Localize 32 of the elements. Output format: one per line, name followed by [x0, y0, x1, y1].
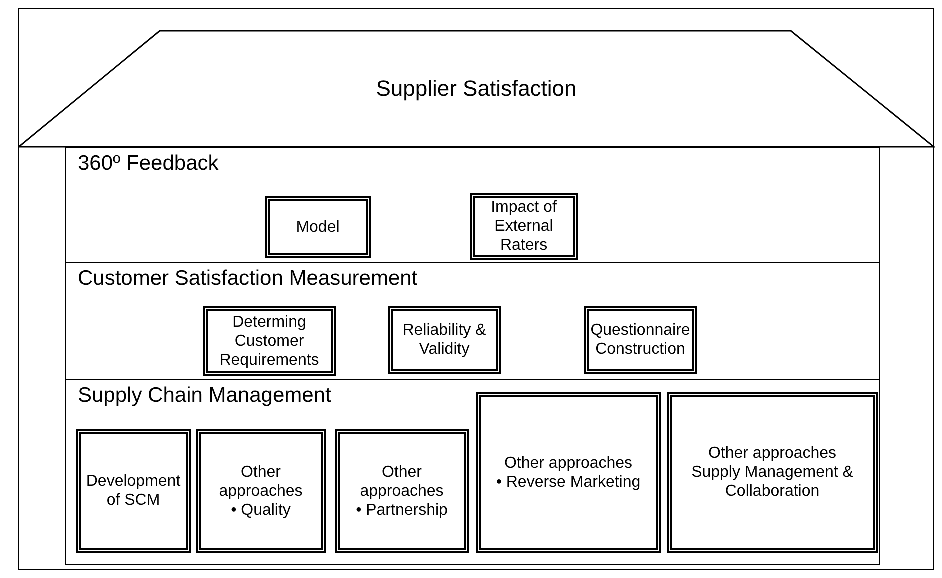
- box-text: Questionnaire Construction: [590, 321, 690, 359]
- box-text: Other approaches: [218, 462, 304, 500]
- text-box: [335, 429, 469, 553]
- text-box: [667, 392, 878, 553]
- box-text: • Quality: [231, 500, 291, 520]
- box-text: Development of SCM: [85, 472, 182, 510]
- band-panel: [65, 262, 880, 380]
- box-text: Other approaches: [708, 444, 837, 463]
- band-title: Customer Satisfaction Measurement: [78, 267, 418, 291]
- box-text: Other approaches: [359, 462, 445, 500]
- text-box: [203, 306, 336, 376]
- box-text: • Reverse Marketing: [496, 472, 641, 492]
- band-title: 360º Feedback: [78, 152, 219, 176]
- text-box: [470, 193, 578, 260]
- text-box: [265, 196, 371, 258]
- box-text: • Partnership: [356, 500, 448, 520]
- text-box: [76, 429, 191, 553]
- box-text: Determing Customer Requirements: [218, 312, 320, 370]
- box-text: Impact of External Raters: [490, 198, 558, 255]
- box-text: Supply Management & Collaboration: [690, 463, 854, 501]
- text-box: [196, 429, 326, 553]
- band-panel: [65, 379, 880, 565]
- box-text: Reliability & Validity: [402, 321, 488, 359]
- text-box: [476, 392, 661, 553]
- band-title: Supply Chain Management: [78, 384, 332, 408]
- roof-title: Supplier Satisfaction: [376, 76, 577, 102]
- box-text: Model: [296, 218, 340, 236]
- box-text: Other approaches: [504, 454, 633, 472]
- text-box: [388, 306, 501, 374]
- band-panel: [65, 147, 880, 263]
- text-box: [584, 306, 697, 374]
- roof-shape: [18, 30, 935, 148]
